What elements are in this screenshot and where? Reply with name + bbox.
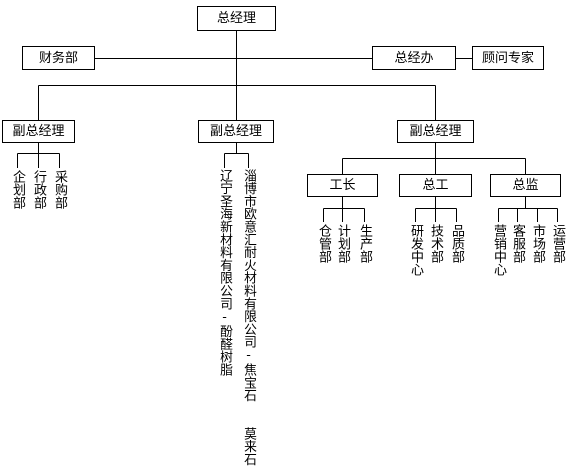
ceo-box: 总经理 [197, 6, 276, 31]
vp3-box: 副总经理 [397, 120, 474, 143]
finance-dept-box: 财务部 [22, 46, 95, 70]
dept-planning: 企划部 [10, 170, 25, 209]
vp1-box: 副总经理 [2, 120, 75, 143]
dept-purchasing: 采购部 [52, 170, 67, 209]
dept-admin: 行政部 [31, 170, 46, 209]
dept-rnd-center: 研发中心 [408, 224, 423, 276]
dept-customer-service: 客服部 [510, 224, 525, 263]
chief-engineer-box: 总工 [399, 174, 472, 197]
company-zibo-ouyihui: 淄博市欧意汇耐火材料有限公司-焦宝石 [241, 169, 256, 402]
general-office-box: 总经办 [372, 46, 456, 70]
vp2-box: 副总经理 [198, 120, 274, 143]
dept-schedule: 计划部 [335, 224, 350, 263]
director-box: 总监 [490, 174, 561, 197]
dept-market: 市场部 [530, 224, 545, 263]
company-liaoning-shenghai: 辽宁圣海新材料有限公司-酚醛树脂 [217, 169, 232, 376]
dept-warehouse: 仓管部 [316, 224, 331, 263]
dept-operations: 运营部 [550, 224, 565, 263]
advisor-box: 顾问专家 [472, 46, 544, 70]
factory-manager-box: 工长 [307, 174, 378, 197]
product-mullite: 莫来石 [241, 427, 256, 466]
dept-production: 生产部 [357, 224, 372, 263]
dept-technical: 技术部 [428, 224, 443, 263]
dept-marketing-center: 营销中心 [491, 224, 506, 276]
dept-quality: 品质部 [449, 224, 464, 263]
